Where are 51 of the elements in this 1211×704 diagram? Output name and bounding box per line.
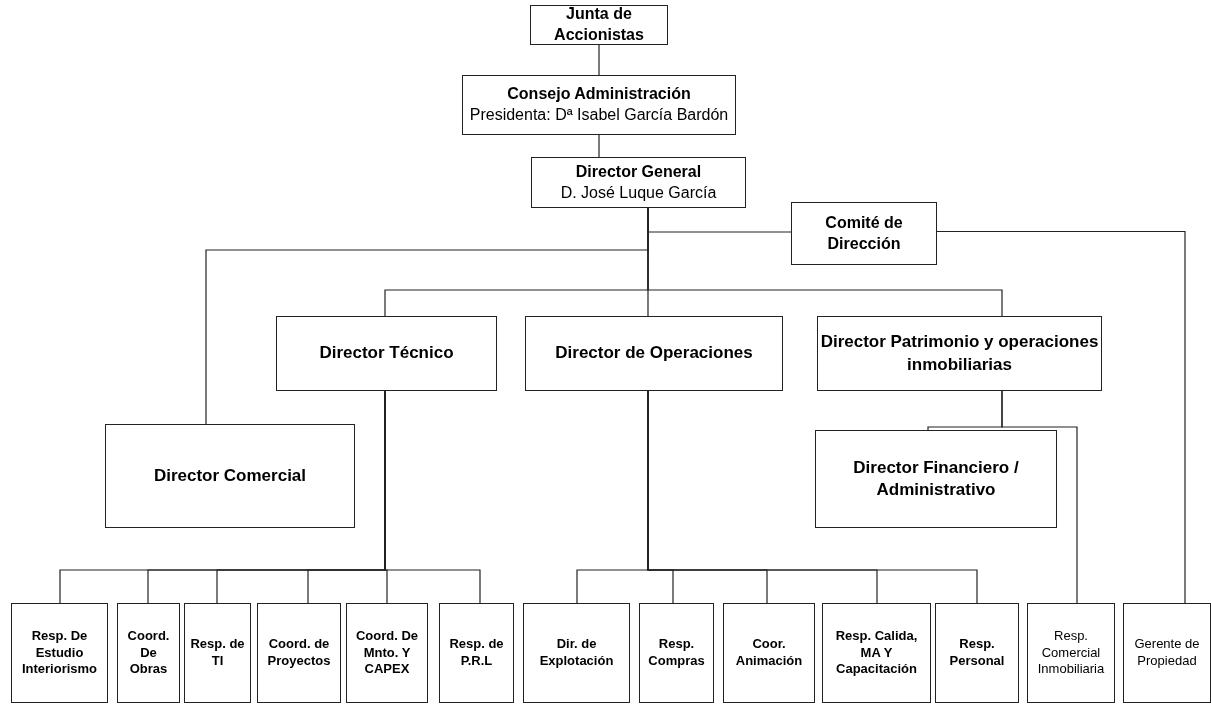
org-chart-box	[791, 202, 937, 265]
role-title: Director de Operaciones	[554, 342, 754, 365]
org-chart-box	[1027, 603, 1115, 703]
connector-line	[936, 230, 1186, 604]
role-title: Junta de Accionistas	[553, 4, 645, 45]
role-title: Resp. de TI	[189, 636, 246, 670]
org-chart-box	[257, 603, 341, 703]
connector-line	[384, 390, 481, 604]
person-name: D. José Luque García	[559, 182, 718, 203]
role-title: Director Técnico	[318, 342, 455, 365]
role-title: Coord. De Mnto. Y CAPEX	[354, 628, 420, 678]
role-title: Coord. De Obras	[126, 628, 171, 678]
role-title: Dir. de Explotación	[538, 636, 615, 670]
org-chart-box	[117, 603, 180, 703]
org-chart-box	[531, 157, 746, 208]
role-title: Comité de Dirección	[824, 212, 904, 254]
org-chart-box	[184, 603, 251, 703]
org-chart-box	[817, 316, 1102, 391]
org-chart-box	[815, 430, 1057, 528]
org-chart-box	[1123, 603, 1211, 703]
org-chart-box	[723, 603, 815, 703]
role-title: Coor. Animación	[734, 636, 804, 670]
role-title: Coord. de Proyectos	[266, 636, 332, 670]
org-chart-box	[525, 316, 783, 391]
connector-line	[598, 134, 600, 158]
org-chart-box	[105, 424, 355, 528]
role-title: Consejo Administración	[506, 84, 692, 105]
org-chart-box	[935, 603, 1019, 703]
role-title: Director General	[574, 161, 703, 182]
org-chart-box	[462, 75, 736, 135]
org-chart-box	[276, 316, 497, 391]
org-chart-box	[530, 5, 668, 45]
connector-line	[1001, 390, 1078, 604]
org-chart-box	[11, 603, 108, 703]
role-title: Gerente de Propiedad	[1133, 636, 1201, 670]
org-chart-box	[822, 603, 931, 703]
org-chart-box	[523, 603, 630, 703]
org-chart-box	[639, 603, 714, 703]
org-chart-box	[439, 603, 514, 703]
role-title: Director Financiero / Administrativo	[852, 456, 1020, 501]
org-chart-box	[346, 603, 428, 703]
role-title: Resp. Compras	[647, 636, 706, 670]
role-title: Resp. de P.R.L	[448, 636, 505, 670]
role-title: Resp. Calida, MA Y Capacitación	[834, 628, 919, 678]
person-name: Presidenta: Dª Isabel García Bardón	[468, 105, 730, 125]
role-title: Resp. De Estudio Interiorismo	[20, 628, 99, 678]
role-title: Director Comercial	[152, 464, 308, 487]
role-title: Director Patrimonio y operaciones inmobiliarias	[819, 331, 1100, 376]
role-title: Resp. Comercial Inmobiliaria	[1036, 628, 1106, 678]
connector-line	[598, 44, 600, 76]
role-title: Resp. Personal	[948, 636, 1006, 670]
